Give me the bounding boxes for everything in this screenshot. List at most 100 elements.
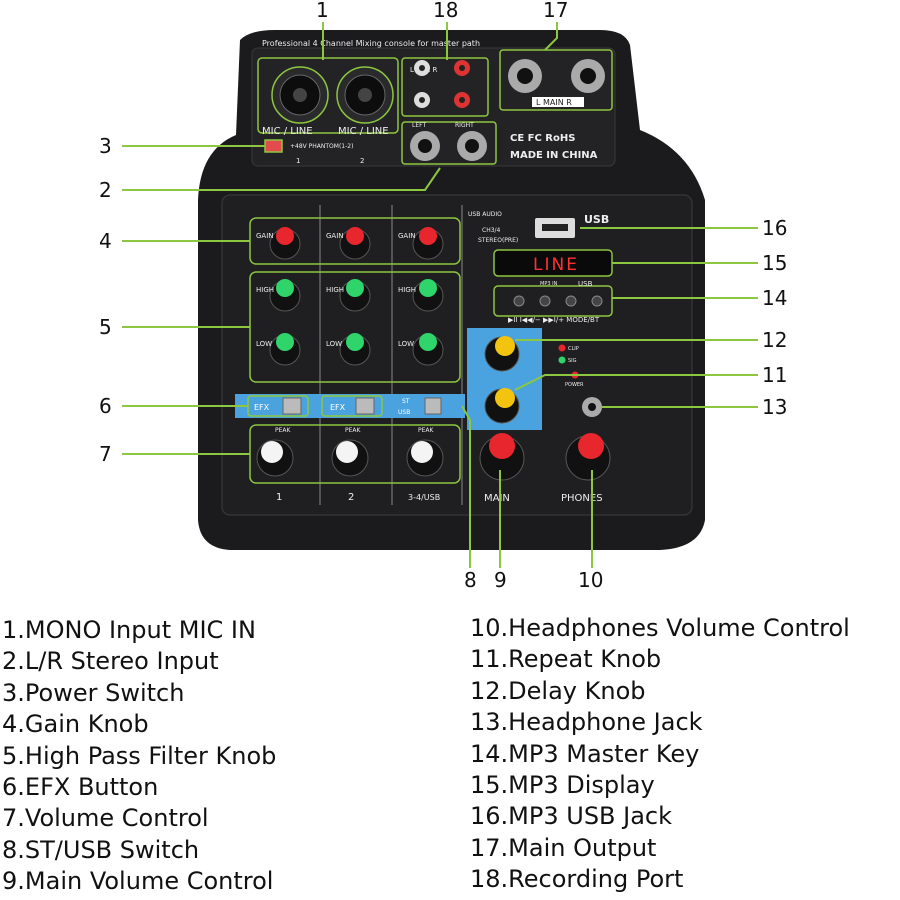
callout-lines bbox=[122, 22, 758, 568]
clip-led bbox=[558, 344, 566, 352]
peak-label-1: PEAK bbox=[275, 427, 292, 434]
callout-1: 1 bbox=[316, 0, 329, 22]
phones-label: PHONES bbox=[561, 493, 603, 504]
usb-label: USB bbox=[584, 213, 609, 226]
sig-label: SIG bbox=[568, 358, 577, 364]
volume-knob-3[interactable] bbox=[406, 439, 444, 477]
low-knob-1[interactable] bbox=[269, 333, 301, 366]
legend-left: 1.MONO Input MIC IN 2.L/R Stereo Input 3… bbox=[2, 615, 276, 898]
next-key[interactable] bbox=[565, 295, 577, 307]
callout-4: 4 bbox=[99, 229, 112, 253]
prev-key[interactable] bbox=[539, 295, 551, 307]
high-knob-1[interactable] bbox=[269, 279, 301, 312]
efx-button-2[interactable] bbox=[355, 397, 375, 415]
gain-label-1: GAIN bbox=[256, 232, 274, 240]
mp3-in-label: MP3 IN bbox=[540, 281, 558, 287]
callout-13: 13 bbox=[762, 395, 787, 419]
usb-port[interactable] bbox=[535, 218, 575, 238]
callout-2: 2 bbox=[99, 178, 112, 202]
mic-line-label-1: MIC / LINE bbox=[262, 126, 313, 137]
usb-audio-label: USB AUDIO bbox=[468, 211, 502, 218]
legend-item: 5.High Pass Filter Knob bbox=[2, 741, 277, 770]
callout-10: 10 bbox=[578, 568, 603, 590]
main-out-jack-l[interactable] bbox=[508, 59, 542, 93]
volume-knob-1[interactable] bbox=[256, 439, 294, 477]
xlr-combo-jack-1[interactable] bbox=[271, 66, 329, 124]
main-volume-knob[interactable] bbox=[479, 433, 525, 481]
legend-item: 9.Main Volume Control bbox=[2, 867, 274, 896]
phones-volume-knob[interactable] bbox=[565, 433, 611, 481]
stereo-left-label: LEFT bbox=[412, 122, 426, 129]
play-pause-key[interactable] bbox=[513, 295, 525, 307]
low-label-3: LOW bbox=[398, 340, 414, 348]
callout-17: 17 bbox=[543, 0, 568, 22]
legend-item: 16.MP3 USB Jack bbox=[470, 802, 673, 831]
legend-item: 12.Delay Knob bbox=[470, 676, 646, 705]
efx-label-1: EFX bbox=[254, 403, 270, 412]
xlr-combo-jack-2[interactable] bbox=[336, 66, 394, 124]
stereo-right-label: RIGHT bbox=[455, 122, 474, 129]
stereo-pre-label: STEREO(PRE) bbox=[478, 237, 518, 244]
high-label-2: HIGH bbox=[326, 286, 344, 294]
legend-item: 11.Repeat Knob bbox=[470, 645, 662, 674]
st-usb-switch[interactable] bbox=[424, 397, 442, 415]
high-knob-2[interactable] bbox=[339, 279, 371, 312]
fader-label-2: 2 bbox=[348, 492, 354, 503]
top-banner: Professional 4 Channel Mixing console fo… bbox=[262, 39, 480, 48]
rca-port-r-bottom[interactable] bbox=[454, 92, 470, 108]
low-knob-3[interactable] bbox=[412, 333, 444, 366]
stereo-jack-right[interactable] bbox=[457, 131, 487, 161]
callout-9: 9 bbox=[494, 568, 507, 590]
stereo-jack-left[interactable] bbox=[410, 131, 440, 161]
usb-switch-label: USB bbox=[398, 409, 410, 416]
gain-label-3: GAIN bbox=[398, 232, 416, 240]
gain-knob-1[interactable] bbox=[269, 227, 301, 260]
legend-item: 17.Main Output bbox=[470, 833, 657, 862]
phantom-label: +48V PHANTOM(1-2) bbox=[290, 143, 353, 150]
main-out-jack-r[interactable] bbox=[571, 59, 605, 93]
efx-label-2: EFX bbox=[330, 403, 346, 412]
rca-port-r-top[interactable] bbox=[454, 60, 470, 76]
mp3-usb-label: USB bbox=[578, 280, 593, 288]
callout-15: 15 bbox=[762, 251, 787, 275]
rca-port-l-bottom[interactable] bbox=[414, 92, 430, 108]
legend-right: 10.Headphones Volume Control 11.Repeat K… bbox=[470, 613, 850, 896]
callout-7: 7 bbox=[99, 442, 112, 466]
callout-18: 18 bbox=[433, 0, 458, 22]
channel-number-1: 1 bbox=[296, 157, 300, 165]
power-switch[interactable] bbox=[264, 139, 283, 153]
made-in-label: MADE IN CHINA bbox=[510, 150, 598, 161]
low-label-2: LOW bbox=[326, 340, 342, 348]
legend-item: 14.MP3 Master Key bbox=[470, 739, 700, 768]
callout-11: 11 bbox=[762, 363, 787, 387]
legend-item: 7.Volume Control bbox=[2, 804, 209, 833]
legend-item: 4.Gain Knob bbox=[2, 710, 149, 739]
legend-item: 10.Headphones Volume Control bbox=[470, 614, 850, 642]
fader-label-1: 1 bbox=[276, 492, 282, 503]
gain-knob-3[interactable] bbox=[412, 227, 444, 260]
gain-knob-2[interactable] bbox=[339, 227, 371, 260]
callout-14: 14 bbox=[762, 286, 787, 310]
channel-number-2: 2 bbox=[360, 157, 364, 165]
mode-bt-key[interactable] bbox=[591, 295, 603, 307]
cert-marks: CE FC RoHS bbox=[510, 133, 575, 144]
repeat-knob[interactable] bbox=[484, 388, 520, 424]
efx-button-1[interactable] bbox=[282, 397, 302, 415]
power-label: POWER bbox=[565, 382, 584, 388]
main-label: MAIN bbox=[484, 493, 510, 504]
low-knob-2[interactable] bbox=[339, 333, 371, 366]
sig-led bbox=[558, 356, 566, 364]
st-label: ST bbox=[402, 398, 410, 405]
high-label-1: HIGH bbox=[256, 286, 274, 294]
volume-knob-2[interactable] bbox=[331, 439, 369, 477]
headphone-jack[interactable] bbox=[582, 397, 602, 417]
callout-16: 16 bbox=[762, 216, 787, 240]
legend-item: 1.MONO Input MIC IN bbox=[2, 616, 256, 644]
mic-line-label-2: MIC / LINE bbox=[338, 126, 389, 137]
clip-label: CLIP bbox=[568, 346, 579, 352]
delay-knob[interactable] bbox=[484, 336, 520, 372]
rca-port-l-top[interactable] bbox=[414, 60, 430, 76]
high-knob-3[interactable] bbox=[412, 279, 444, 312]
mixer-diagram: Professional 4 Channel Mixing console fo… bbox=[99, 0, 787, 590]
mp3-keys-label: ▶II I◀◀/− ▶▶I/+ MODE/BT bbox=[508, 316, 600, 324]
